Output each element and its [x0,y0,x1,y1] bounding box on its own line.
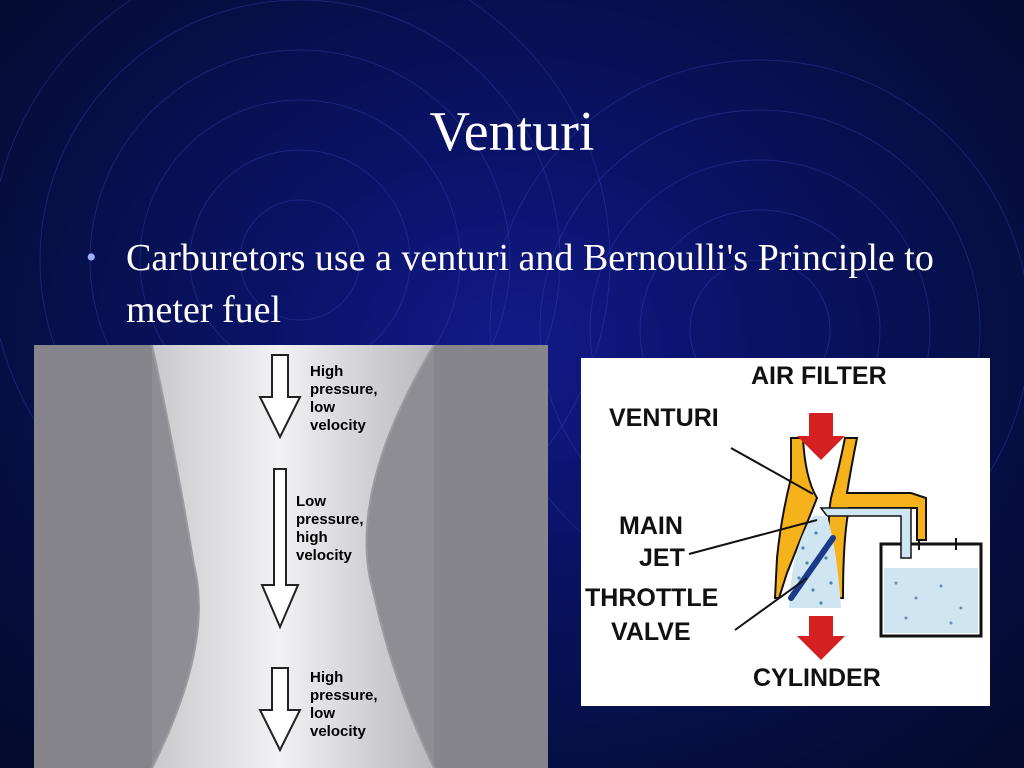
label-air-filter: AIR FILTER [751,362,887,390]
flow-arrow-3 [258,667,302,753]
carburetor-diagram: AIR FILTER VENTURI MAIN JET THROTTLE VAL… [581,358,990,706]
flow-arrow-2 [260,468,300,630]
zone-label-bottom: High pressure, low velocity [310,669,378,740]
label-cylinder: CYLINDER [753,664,881,692]
label-valve: VALVE [611,618,691,646]
venturi-flow-diagram: High pressure, low velocity Low pressure… [34,345,548,768]
bullet-dot: • [86,241,97,274]
slide-title: Venturi [429,101,595,163]
air-inflow-arrow [797,413,845,460]
zone-label-middle: Low pressure, high velocity [296,493,364,564]
bullet-text: Carburetors use a venturi and Bernoulli'… [126,237,934,331]
throttle-plate [788,535,836,601]
venturi-flow-graphic [34,345,548,768]
zone-label-top: High pressure, low velocity [310,363,378,434]
label-main: MAIN [619,512,683,540]
flow-arrow-1 [258,354,302,440]
carburetor-graphic: AIR FILTER VENTURI MAIN JET THROTTLE VAL… [585,362,983,692]
mixture-outflow-arrow [797,616,845,660]
label-jet: JET [639,544,685,572]
label-venturi: VENTURI [609,404,719,432]
label-throttle: THROTTLE [585,584,718,612]
